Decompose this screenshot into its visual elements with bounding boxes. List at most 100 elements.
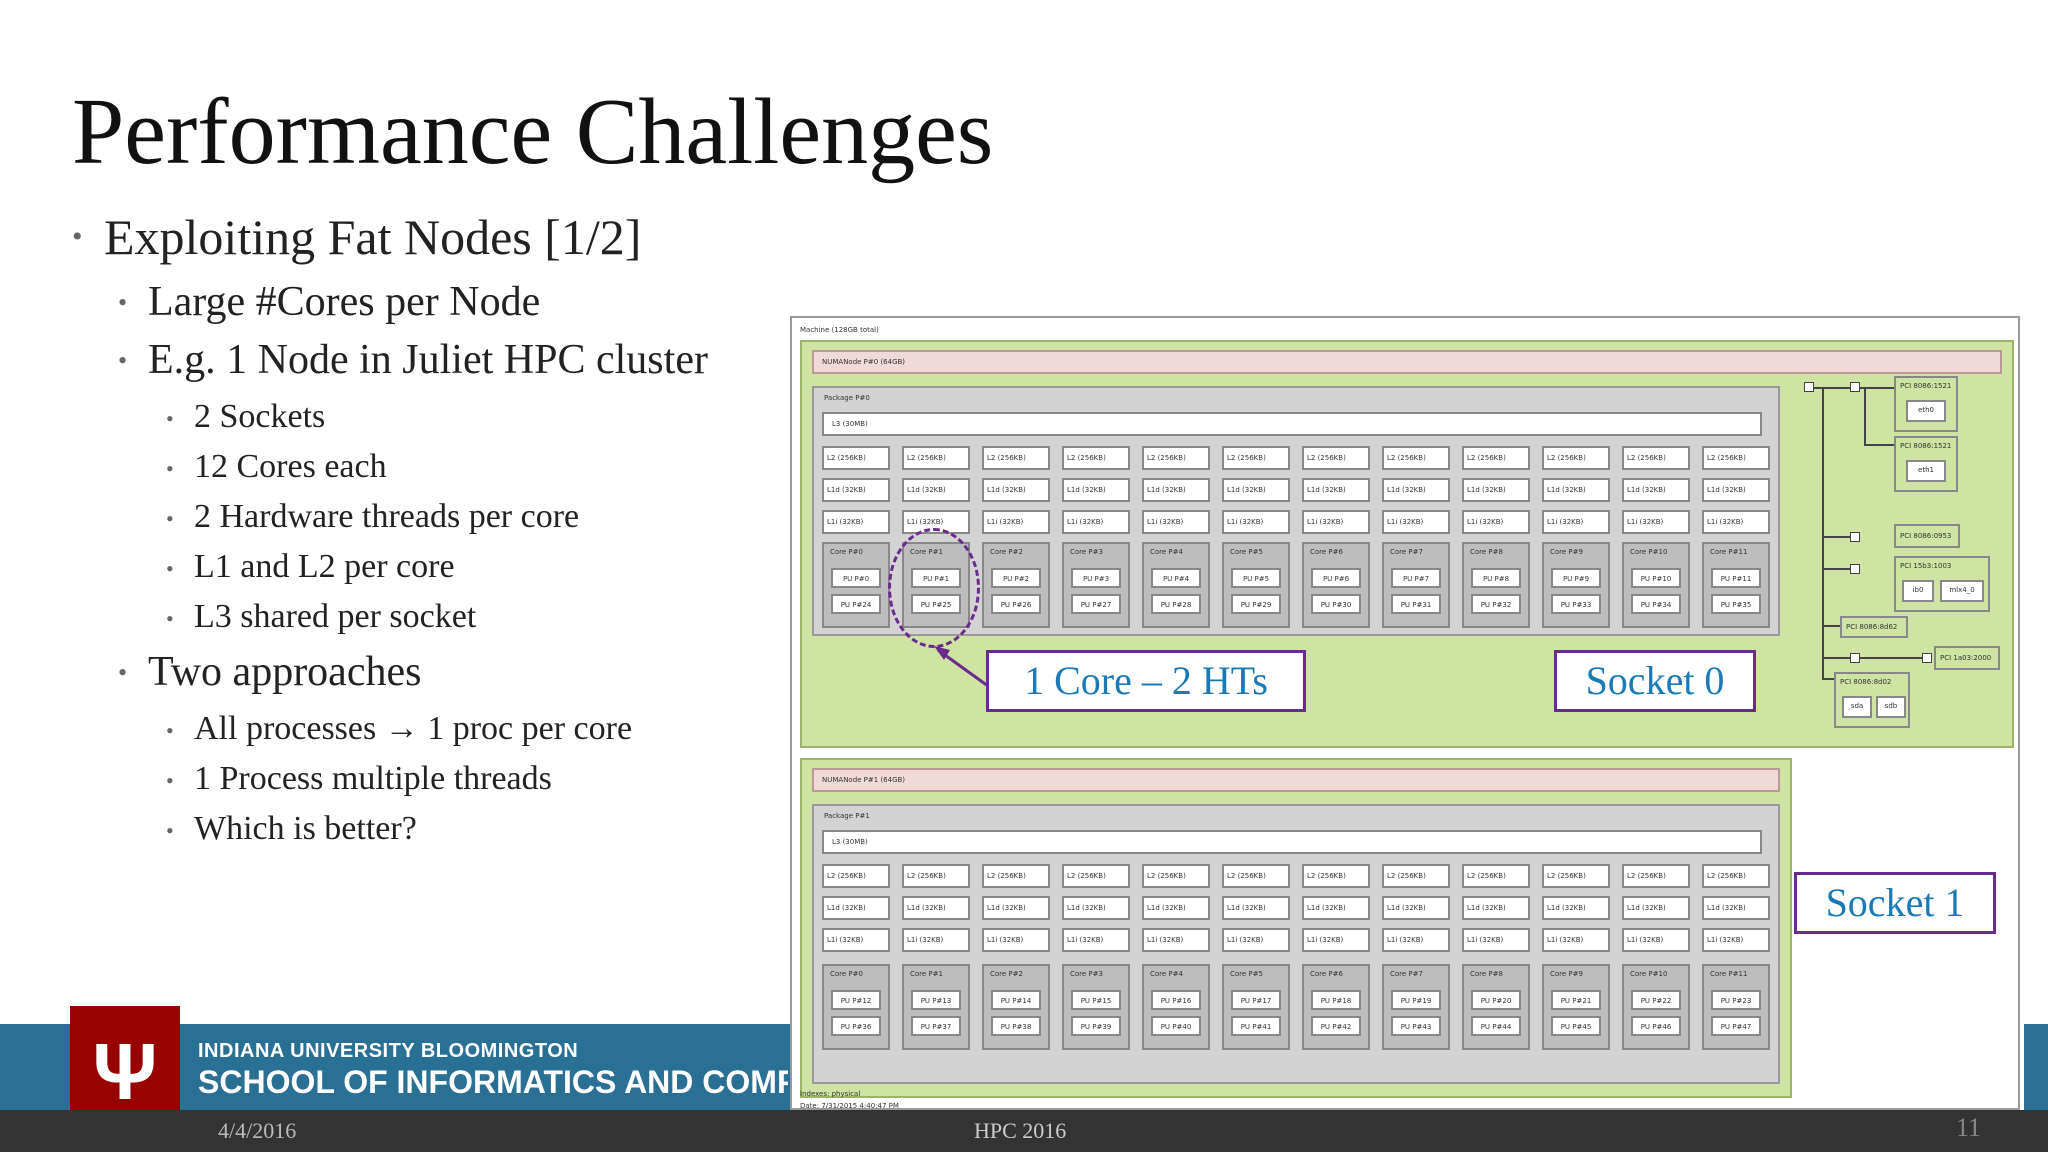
processing-unit: PU P#6: [1311, 568, 1361, 588]
l1i-row-1: L1i (32KB) L1i (32KB) L1i (32KB) L1i (32KB)…: [822, 928, 1770, 952]
l1i-cache: L1i (32KB): [1702, 510, 1770, 534]
numa-node-0: NUMANode P#0 (64GB) Package P#0 L3 (30MB…: [800, 340, 2014, 748]
core-label: Core P#3: [1070, 970, 1103, 978]
l1d-cache: L1d (32KB): [1222, 478, 1290, 502]
l1d-cache: L1d (32KB): [1622, 478, 1690, 502]
processing-unit: PU P#38: [991, 1016, 1041, 1036]
bullet-text: 2 Hardware threads per core: [194, 498, 580, 535]
bullet-level-3: • Which is better?: [166, 810, 417, 848]
l2-cache: L2 (256KB): [902, 864, 970, 888]
university-name: INDIANA UNIVERSITY BLOOMINGTON: [198, 1040, 579, 1062]
callout-core-hts: 1 Core – 2 HTs: [986, 650, 1306, 712]
bullet-level-1: •Exploiting Fat Nodes [1/2]: [72, 208, 641, 266]
processing-unit: PU P#7: [1391, 568, 1441, 588]
processing-unit: PU P#5: [1231, 568, 1281, 588]
processing-unit: PU P#2: [991, 568, 1041, 588]
l2-cache: L2 (256KB): [1062, 864, 1130, 888]
bullet-text: All processes → 1 proc per core: [194, 710, 633, 747]
l3-cache-0: L3 (30MB): [822, 412, 1762, 436]
core-label: Core P#6: [1310, 970, 1343, 978]
l1i-cache: L1i (32KB): [1462, 928, 1530, 952]
sdb-device: sdb: [1876, 696, 1906, 718]
l1i-cache: L1i (32KB): [1302, 510, 1370, 534]
l2-cache: L2 (256KB): [982, 446, 1050, 470]
processing-unit: PU P#4: [1151, 568, 1201, 588]
bullet-dot-icon: •: [166, 456, 174, 481]
bullet-text: 12 Cores each: [194, 448, 387, 485]
l3-cache-1: L3 (30MB): [822, 830, 1762, 854]
l1d-cache: L1d (32KB): [1542, 896, 1610, 920]
l2-cache: L2 (256KB): [1542, 446, 1610, 470]
bullet-level-3: • All processes → 1 proc per core: [166, 710, 633, 748]
bullet-level-3: •L3 shared per socket: [166, 598, 476, 636]
bullet-level-2: •Two approaches: [118, 648, 421, 696]
machine-label: Machine (128GB total): [800, 326, 879, 334]
l2-cache: L2 (256KB): [1222, 864, 1290, 888]
l1i-cache: L1i (32KB): [1542, 510, 1610, 534]
l2-row-0: L2 (256KB) L2 (256KB) L2 (256KB) L2 (256KB)…: [822, 446, 1770, 470]
l2-cache: L2 (256KB): [1302, 446, 1370, 470]
l1d-cache: L1d (32KB): [822, 896, 890, 920]
mlx4-device: mlx4_0: [1940, 580, 1984, 602]
hwloc-topology-diagram: Machine (128GB total) NUMANode P#0 (64GB…: [790, 316, 2020, 1110]
core-label: Core P#5: [1230, 548, 1263, 556]
processing-unit: PU P#28: [1151, 594, 1201, 614]
bullet-level-3: •2 Hardware threads per core: [166, 498, 580, 536]
l1d-cache: L1d (32KB): [982, 896, 1050, 920]
bullet-text: 1 Process multiple threads: [194, 760, 552, 797]
core-label: Core P#10: [1630, 548, 1668, 556]
bullet-dot-icon: •: [166, 718, 174, 743]
package-1: Package P#1 L3 (30MB) L2 (256KB)L2 (256K…: [812, 804, 1780, 1084]
processing-unit: PU P#39: [1071, 1016, 1121, 1036]
l2-cache: L2 (256KB): [1462, 864, 1530, 888]
l1i-cache: L1i (32KB): [822, 510, 890, 534]
l2-cache: L2 (256KB): [1462, 446, 1530, 470]
core-label: Core P#0: [830, 970, 863, 978]
processing-unit: PU P#18: [1311, 990, 1361, 1010]
l1i-row-0: L1i (32KB) L1i (32KB) L1i (32KB) L1i (32KB)…: [822, 510, 1770, 534]
pci-node-5: PCI 8086:8d62: [1840, 616, 1908, 638]
bullet-text: L1 and L2 per core: [194, 548, 455, 585]
l1i-cache: L1i (32KB): [822, 928, 890, 952]
l1d-cache: L1d (32KB): [1302, 896, 1370, 920]
l1d-cache: L1d (32KB): [982, 478, 1050, 502]
school-name: SCHOOL OF INFORMATICS AND COMPUTING: [198, 1064, 788, 1100]
page-number: 11: [1956, 1113, 1982, 1142]
l1d-cache: L1d (32KB): [1382, 896, 1450, 920]
bullet-dot-icon: •: [166, 818, 174, 843]
bullet-level-2: •Large #Cores per Node: [118, 278, 541, 326]
core-label: Core P#4: [1150, 548, 1183, 556]
l1i-cache: L1i (32KB): [1382, 928, 1450, 952]
package-0-label: Package P#0: [824, 394, 870, 402]
numa-node-1-label: NUMANode P#1 (64GB): [812, 768, 1780, 792]
l1d-cache: L1d (32KB): [1062, 896, 1130, 920]
l2-cache: L2 (256KB): [902, 446, 970, 470]
cpu-core: Core P#4 PU P#4 PU P#28: [1142, 542, 1210, 628]
core-label: Core P#3: [1070, 548, 1103, 556]
bullet-text: Which is better?: [194, 810, 417, 847]
bullet-text: Large #Cores per Node: [148, 279, 541, 325]
core-label: Core P#11: [1710, 548, 1748, 556]
core-highlight-ring: [888, 528, 980, 648]
bullet-text: E.g. 1 Node in Juliet HPC cluster: [148, 337, 708, 383]
pci-bridge-icon: [1850, 564, 1860, 574]
package-1-label: Package P#1: [824, 812, 870, 820]
callout-socket-0: Socket 0: [1554, 650, 1756, 712]
numa-node-1: NUMANode P#1 (64GB) Package P#1 L3 (30MB…: [800, 758, 1792, 1098]
eth1-device: eth1: [1906, 460, 1946, 482]
l1i-cache: L1i (32KB): [1302, 928, 1370, 952]
processing-unit: PU P#23: [1711, 990, 1761, 1010]
l1d-cache: L1d (32KB): [1142, 896, 1210, 920]
l1i-cache: L1i (32KB): [1222, 510, 1290, 534]
l2-row-1: L2 (256KB) L2 (256KB) L2 (256KB) L2 (256KB)…: [822, 864, 1770, 888]
